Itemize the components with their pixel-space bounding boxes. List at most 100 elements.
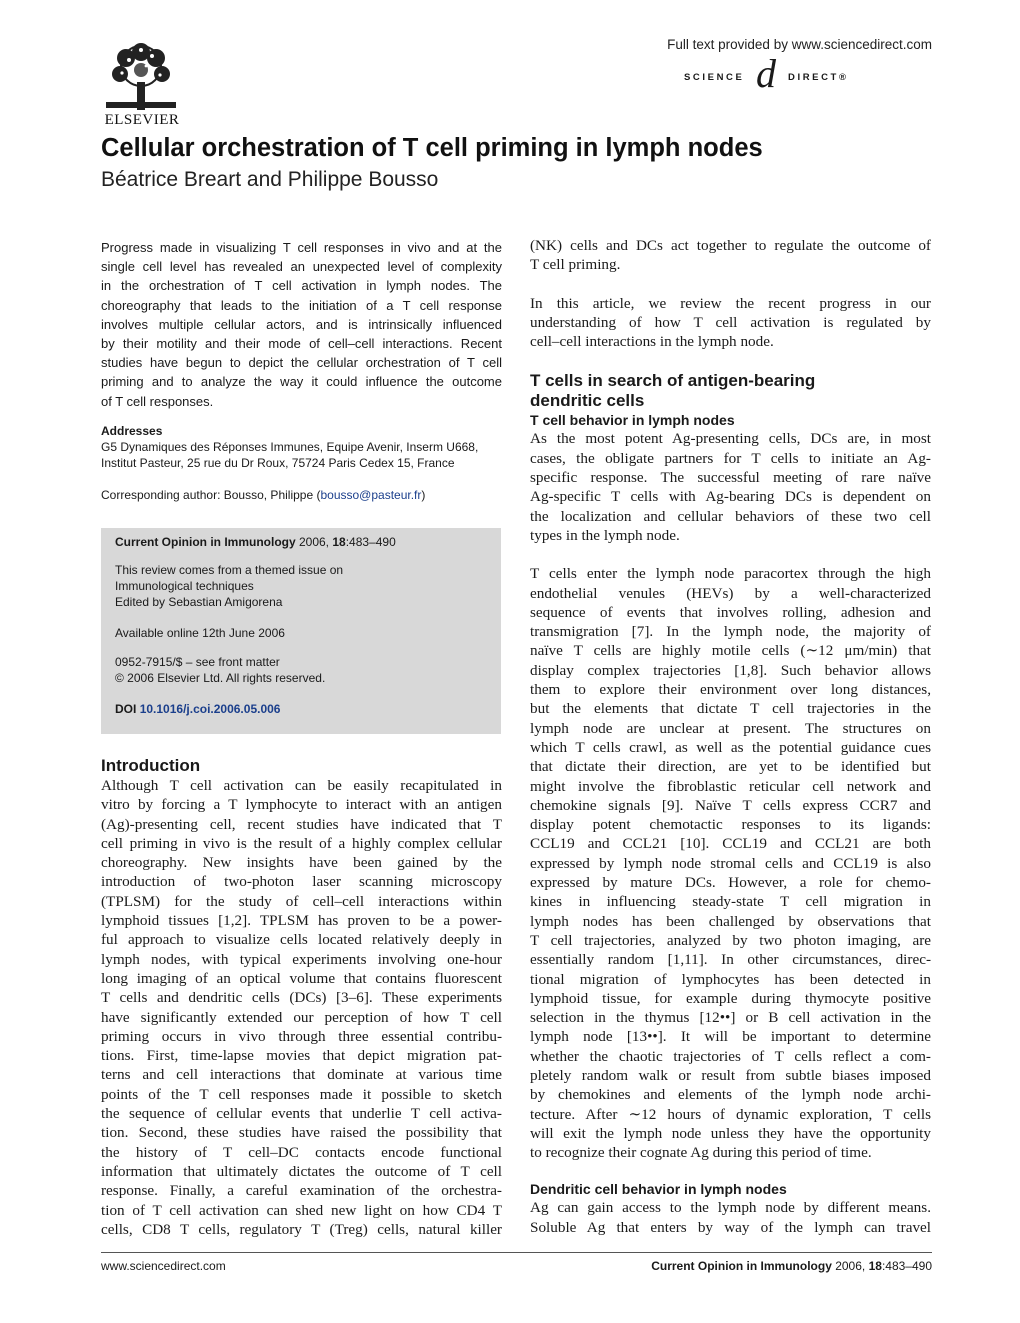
abstract-line: in the orchestration of T cell activatio… [101, 278, 502, 294]
abstract-line: priming and to analyze the way it could … [101, 374, 502, 390]
sd-logo-at: d [756, 51, 776, 96]
corresponding-author: Corresponding author: Bousso, Philippe (… [101, 487, 426, 502]
text-line: CCL19 and CCL21 [10]. CCL19 and CCL21 ar… [530, 835, 931, 853]
text-line: In this article, we review the recent pr… [530, 294, 931, 312]
abstract: Progress made in visualizing T cell resp… [101, 238, 502, 411]
subsection-heading: T cell behavior in lymph nodes [530, 412, 735, 429]
intro-heading: Introduction [101, 756, 201, 775]
text-line: (NK) cells and DCs act together to regul… [530, 237, 931, 254]
text-line: the sequence of cellular events that und… [101, 1105, 502, 1123]
text-line: whether the chaotic trajectories of T ce… [530, 1047, 931, 1065]
text-line: display complex trajectories [1,8]. Such… [530, 661, 931, 679]
text-line: tecture. After ∼12 hours of dynamic expl… [530, 1105, 931, 1123]
abstract-line: single cell level has revealed an unexpe… [101, 259, 502, 275]
footer-rule [101, 1252, 932, 1253]
text-line: ful approach to visualize cells located … [101, 931, 502, 949]
article-authors: Béatrice Breart and Philippe Bousso [101, 168, 439, 191]
text-line: lymph node are unclear at present. The s… [530, 719, 931, 737]
text-line: lymph nodes, with typical experiments in… [101, 950, 502, 968]
text-line: the history of T cell–DC contacts encode… [101, 1143, 502, 1161]
abstract-line: by their motility and their mode of cell… [101, 335, 502, 351]
right-para-b: In this article, we review the recent pr… [530, 294, 931, 352]
text-line: might involve the fibroblastic reticular… [530, 777, 931, 795]
text-line: points of the T cell responses made it p… [101, 1085, 502, 1103]
review-line: Edited by Sebastian Amigorena [115, 595, 283, 609]
text-line: priming occurs in vivo through three ess… [101, 1027, 502, 1045]
addresses-block: Addresses G5 Dynamiques des Réponses Imm… [101, 423, 502, 503]
text-line: cases, the obligate partners for T cells… [530, 449, 931, 467]
doi-link[interactable]: 10.1016/j.coi.2006.05.006 [139, 702, 281, 716]
doi: DOI 10.1016/j.coi.2006.05.006 [115, 702, 281, 716]
text-line: cell priming in vivo is the result of a … [101, 834, 502, 852]
text-line: response. Finally, a careful examination… [101, 1182, 502, 1200]
fulltext-note[interactable]: Full text provided by www.sciencedirect.… [667, 37, 932, 52]
publisher-name: ELSEVIER [104, 112, 180, 128]
email-link[interactable]: bousso@pasteur.fr [320, 487, 422, 502]
section-para-3: Ag can gain access to the lymph node by … [530, 1198, 931, 1237]
text-line: T cells enter the lymph node paracortex … [530, 565, 931, 583]
text-line: choreography. New insights have been gai… [101, 854, 502, 872]
sd-logo-left: SCIENCE [684, 72, 745, 83]
text-line: specific response. The successful meetin… [530, 469, 931, 487]
copyright: © 2006 Elsevier Ltd. All rights reserved… [115, 671, 326, 685]
text-line: naïve T cells are highly motile cells (∼… [530, 642, 931, 660]
text-line: T cell trajectories, analyzed by two pho… [530, 931, 931, 949]
text-line: sequence of events that involves rolling… [530, 603, 931, 621]
text-line: have significantly extended our percepti… [101, 1008, 502, 1026]
text-line: selection in the thymus [12••] or B cell… [530, 1009, 931, 1027]
text-line: T cells and dendritic cells (DCs) [3–6].… [101, 989, 502, 1007]
abstract-line: studies have begun to depict the cellula… [101, 355, 502, 371]
info-box: Current Opinion in Immunology 2006, 18:4… [101, 528, 501, 734]
sd-logo-right: DIRECT® [788, 72, 849, 83]
text-line: endothelial venules (HEVs) by a well-cha… [530, 584, 931, 602]
section-heading: T cells in search of antigen-bearing den… [530, 371, 816, 411]
text-line: introduction of two-photon laser scannin… [101, 873, 502, 891]
text-line: Soluble Ag that enters by way of the lym… [530, 1218, 931, 1236]
elsevier-logo: ELSEVIER [100, 40, 184, 130]
text-line: (Ag)-presenting cell, recent studies hav… [101, 815, 502, 833]
text-line: cell–cell interactions in the lymph node… [530, 333, 774, 351]
text-line: Although T cell activation can be easily… [101, 777, 502, 794]
text-line: tions. First, time-lapse movies that dep… [101, 1047, 502, 1065]
issn: 0952-7915/$ – see front matter [115, 655, 280, 669]
text-line: will exit the lymph node unless they hav… [530, 1124, 931, 1142]
text-line: by chemokines and elements of the lymph … [530, 1086, 931, 1104]
text-line: Ag can gain access to the lymph node by … [530, 1199, 931, 1217]
sciencedirect-logo[interactable]: SCIENCE d DIRECT® [684, 54, 874, 100]
footer-url[interactable]: www.sciencedirect.com [101, 1259, 226, 1273]
text-line: types in the lymph node. [530, 526, 680, 544]
text-line: tion of T cell activation can shed new l… [101, 1201, 502, 1219]
footer-citation: Current Opinion in Immunology 2006, 18:4… [651, 1259, 932, 1273]
text-line: information that ultimately dictates the… [101, 1162, 502, 1180]
text-line: terns and cell interactions that dominat… [101, 1066, 502, 1084]
subsection-heading-2: Dendritic cell behavior in lymph nodes [530, 1181, 787, 1198]
text-line: lymph nodes has been challenged by obser… [530, 912, 931, 930]
available-online: Available online 12th June 2006 [115, 626, 285, 640]
article-title: Cellular orchestration of T cell priming… [101, 134, 763, 162]
section-para-1: As the most potent Ag-presenting cells, … [530, 429, 931, 545]
text-line: vitro by forcing a T lymphocyte to inter… [101, 796, 502, 814]
abstract-line: Progress made in visualizing T cell resp… [101, 240, 502, 255]
journal-citation: Current Opinion in Immunology 2006, 18:4… [115, 535, 396, 549]
text-line: that dictate their direction, are yet to… [530, 758, 931, 776]
abstract-line: involves multiple cellular actors, and i… [101, 316, 502, 332]
text-line: tion. Second, these studies have raised … [101, 1124, 502, 1142]
text-line: Ag-specific T cells with Ag-bearing DCs … [530, 488, 931, 506]
text-line: the localization and cellular behaviors … [530, 507, 931, 525]
text-line: (TPLSM) for the study of cell–cell inter… [101, 892, 502, 910]
text-line: essentially random [1,11]. In other circ… [530, 951, 931, 969]
text-line: which T cells crawl, as well as the pote… [530, 738, 931, 756]
address-line: G5 Dynamiques des Réponses Immunes, Equi… [101, 439, 479, 454]
text-line: cells, CD8 T cells, regulatory T (Treg) … [101, 1220, 502, 1238]
text-line: As the most potent Ag-presenting cells, … [530, 430, 931, 448]
text-line: tional migration of lymphocytes has been… [530, 970, 931, 988]
text-line: to recognize their cognate Ag during thi… [530, 1144, 872, 1162]
text-line: long imaging of an optical volume that c… [101, 969, 502, 987]
text-line: expressed by mature DCs. However, a role… [530, 874, 931, 892]
elsevier-tree-icon [106, 43, 176, 110]
intro-text: Although T cell activation can be easily… [101, 776, 502, 1239]
text-line: expressed by lymph node stromal cells an… [530, 854, 931, 872]
text-line: them to explore their environment over l… [530, 681, 931, 699]
text-line: T cell priming. [530, 256, 621, 274]
text-line: chemokine signals [9]. Naïve T cells exp… [530, 796, 931, 814]
